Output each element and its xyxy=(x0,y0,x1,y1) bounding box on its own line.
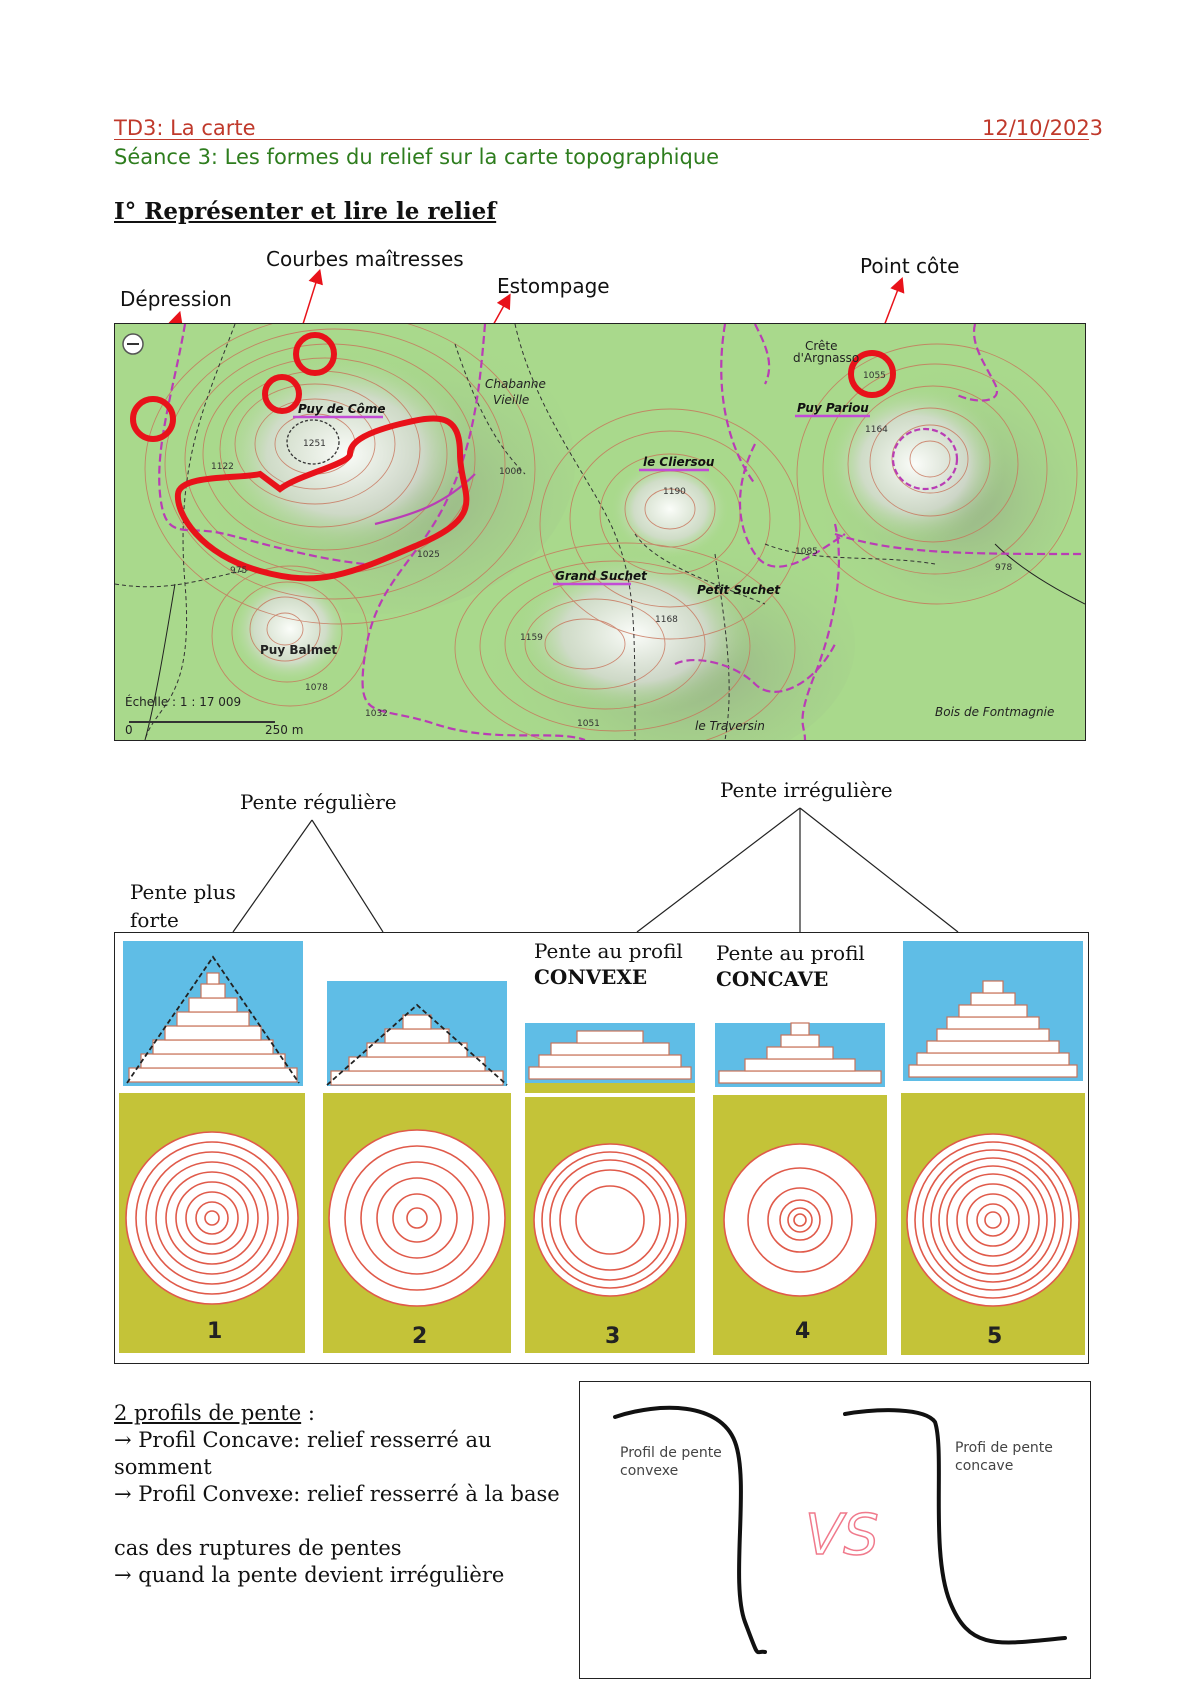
label-convexe-line1: Pente au profil xyxy=(534,939,683,963)
sketch-right-label-2: concave xyxy=(955,1458,1013,1474)
document-subtitle: Séance 3: Les formes du relief sur la ca… xyxy=(114,145,720,169)
sketch-left-label-1: Profil de pente xyxy=(620,1445,722,1461)
spacer xyxy=(114,1508,579,1535)
map-scale-start: 0 xyxy=(125,723,133,737)
profiles-heading-colon: : xyxy=(301,1401,315,1425)
profiles-heading: 2 profils de pente xyxy=(114,1401,302,1425)
irreguliere-line: → quand la pente devient irrégulière xyxy=(114,1563,505,1587)
profile-concave-line-b: somment xyxy=(114,1455,212,1479)
map-label-crete: Crête xyxy=(805,339,838,353)
panel-number-5: 5 xyxy=(987,1324,1002,1349)
contours-2 xyxy=(328,1129,506,1307)
label-pente-reguliere: Pente régulière xyxy=(240,790,397,814)
elev-13: 1051 xyxy=(577,719,600,729)
label-pente-plus-forte-1: Pente plus xyxy=(130,880,236,904)
elev-4: 1190 xyxy=(663,487,686,497)
section-title: I° Représenter et lire le relief xyxy=(114,198,497,225)
slope-connector-lines xyxy=(232,807,959,933)
sketch-left-label-2: convexe xyxy=(620,1463,678,1479)
profile-sketch-canvas: Profil de pente convexe Profi de pente c… xyxy=(613,1405,1067,1655)
profile-concave-line-a: → Profil Concave: relief resserré au xyxy=(114,1428,492,1452)
elev-11: 1078 xyxy=(305,683,328,693)
label-courbes-maitresses: Courbes maîtresses xyxy=(266,247,464,271)
elev-2: 1122 xyxy=(211,462,234,472)
header-rule xyxy=(114,139,1089,140)
topographic-map: Puy de Côme Chabanne Vieille le Cliersou… xyxy=(114,323,1086,741)
map-label-puy-pariou: Puy Pariou xyxy=(797,401,869,415)
map-label-puy-de-come: Puy de Côme xyxy=(298,402,386,416)
map-label-cliersou: le Cliersou xyxy=(643,455,715,469)
map-label-chabanne: Chabanne xyxy=(485,377,546,391)
map-label-puy-balmet: Puy Balmet xyxy=(260,643,337,657)
panel-number-3: 3 xyxy=(605,1324,620,1349)
elev-12: 1032 xyxy=(365,709,388,719)
contours-1 xyxy=(125,1131,299,1305)
label-pente-plus-forte-2: forte xyxy=(130,908,179,932)
slope-diagram: 1 2 3 4 5 xyxy=(114,932,1089,1364)
label-point-cote: Point côte xyxy=(860,254,960,278)
map-label-petit-suchet: Petit Suchet xyxy=(697,583,781,597)
label-concave: Pente au profil CONCAVE xyxy=(712,940,869,992)
sketch-vs: VS xyxy=(805,1503,879,1568)
map-label-vieille: Vieille xyxy=(493,393,529,407)
profile-sketch: Profil de pente convexe Profi de pente c… xyxy=(579,1381,1091,1679)
label-pente-irreguliere: Pente irrégulière xyxy=(720,778,893,802)
contours-5 xyxy=(906,1133,1080,1307)
map-canvas: Puy de Côme Chabanne Vieille le Cliersou… xyxy=(115,324,1085,740)
map-scale-end: 250 m xyxy=(265,723,303,737)
elev-7: 1025 xyxy=(417,550,440,560)
elev-5: 1055 xyxy=(863,371,886,381)
label-convexe: Pente au profil CONVEXE xyxy=(530,938,687,990)
sketch-right-label-1: Profi de pente xyxy=(955,1440,1053,1456)
document-title: TD3: La carte xyxy=(114,116,256,140)
map-label-grand-suchet: Grand Suchet xyxy=(555,569,648,583)
profiles-text: 2 profils de pente : → Profil Concave: r… xyxy=(114,1400,579,1589)
map-scale-label: Échelle : 1 : 17 009 xyxy=(125,694,241,709)
contours-3 xyxy=(533,1143,687,1297)
elev-14: 1085 xyxy=(795,547,818,557)
map-label-argnat: d'Argnasso xyxy=(793,351,859,365)
slope-diagram-canvas: 1 2 3 4 5 xyxy=(119,941,1085,1355)
label-convexe-line2: CONVEXE xyxy=(534,965,648,989)
label-concave-line1: Pente au profil xyxy=(716,941,865,965)
map-label-bois: Bois de Fontmagnie xyxy=(935,705,1054,719)
contours-4 xyxy=(723,1143,877,1297)
panel-number-2: 2 xyxy=(412,1324,427,1349)
profile-convexe-line: → Profil Convexe: relief resserré à la b… xyxy=(114,1482,560,1506)
elev-1: 1251 xyxy=(303,439,326,449)
elev-15: 978 xyxy=(995,563,1012,573)
label-concave-line2: CONCAVE xyxy=(716,967,829,991)
elev-6: 1164 xyxy=(865,425,888,435)
map-label-traversin: le Traversin xyxy=(695,719,765,733)
panel-number-4: 4 xyxy=(795,1319,810,1344)
elev-3: 1006 xyxy=(499,467,522,477)
label-estompage: Estompage xyxy=(497,274,610,298)
ruptures-line: cas des ruptures de pentes xyxy=(114,1536,402,1560)
profiles-heading-line: 2 profils de pente : xyxy=(114,1400,579,1427)
label-depression: Dépression xyxy=(120,287,232,311)
panel-number-1: 1 xyxy=(207,1319,222,1344)
document-date: 12/10/2023 xyxy=(982,116,1104,140)
elev-8: 975 xyxy=(230,566,247,576)
elev-9: 1159 xyxy=(520,633,543,643)
elev-10: 1168 xyxy=(655,615,678,625)
